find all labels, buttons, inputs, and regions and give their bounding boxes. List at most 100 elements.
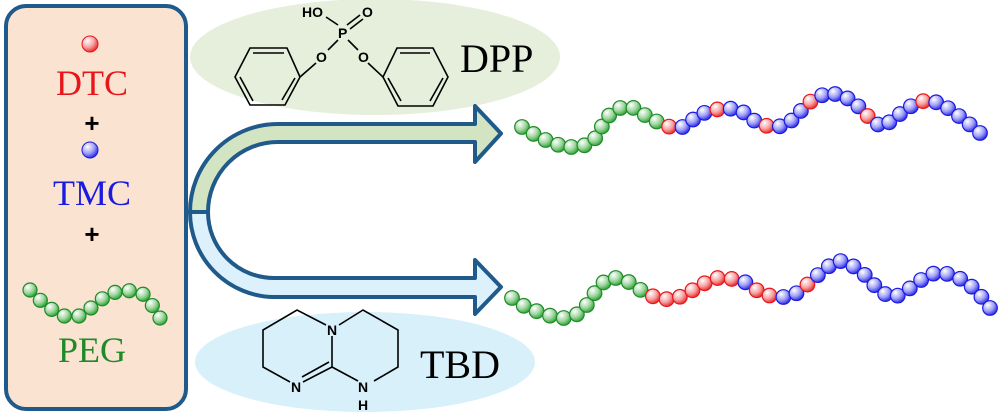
tmc-bead — [973, 288, 990, 305]
atom-p: P — [338, 25, 347, 41]
peg-bead — [94, 291, 110, 307]
dtc-bead — [723, 271, 740, 287]
dtc-bead — [859, 108, 876, 124]
tmc-bead — [737, 274, 754, 291]
peg-bead — [83, 300, 99, 316]
dtc-bead — [915, 93, 932, 110]
dtc-bead — [799, 276, 816, 293]
peg-bead — [56, 308, 72, 324]
tmc-bead — [839, 90, 856, 107]
dtc-bead — [709, 270, 726, 286]
atom-o: O — [358, 49, 369, 65]
atom-h: H — [358, 397, 368, 413]
tmc-bead — [792, 103, 809, 119]
tmc-bead — [892, 106, 908, 122]
atom-ho: HO — [302, 4, 323, 20]
tbd-structure: N N N H — [262, 309, 399, 413]
plus-sign: + — [84, 219, 99, 249]
tmc-bead — [963, 278, 980, 295]
dtc-bead — [661, 118, 677, 135]
dtc-bead — [758, 117, 775, 134]
tmc-bead-icon — [81, 141, 99, 159]
atom-o: O — [316, 49, 327, 65]
dtc-bead — [684, 282, 701, 299]
dtc-bead — [645, 288, 661, 305]
peg-bead — [625, 100, 642, 116]
peg-bead — [632, 281, 649, 298]
tmc-bead — [972, 125, 988, 141]
tmc-bead — [850, 98, 867, 115]
peg-bead — [563, 139, 580, 155]
peg-bead — [612, 100, 629, 116]
peg-bead — [144, 297, 160, 314]
peg-bead — [607, 270, 624, 286]
tmc-bead — [951, 108, 967, 124]
peg-bead — [504, 290, 520, 306]
plus-sign: + — [84, 108, 99, 138]
peg-bead — [586, 285, 603, 302]
atom-n: N — [358, 379, 368, 395]
dpp-background — [190, 0, 560, 115]
tmc-bead — [901, 280, 918, 297]
peg-bead — [550, 136, 567, 153]
tmc-bead — [696, 104, 713, 121]
tmc-label: TMC — [53, 173, 131, 213]
tbd-arrow — [188, 210, 503, 316]
tmc-bead — [889, 287, 906, 304]
peg-bead — [593, 118, 610, 135]
peg-bead — [528, 303, 545, 320]
tmc-bead — [940, 100, 956, 117]
peg-bead — [71, 308, 87, 324]
tbd-background — [195, 312, 535, 412]
tmc-bead — [735, 104, 752, 121]
dtc-bead — [709, 101, 726, 118]
dtc-label: DTC — [56, 63, 128, 103]
dtc-bead — [761, 287, 778, 304]
peg-bead — [578, 297, 595, 313]
peg-bead — [587, 130, 604, 147]
peg-bead — [107, 284, 123, 300]
tmc-bead — [814, 87, 831, 104]
dpp-structure: HO O P O O — [234, 4, 449, 107]
dpp-label: DPP — [460, 36, 533, 81]
atom-o: O — [362, 4, 373, 20]
tmc-bead — [809, 267, 826, 284]
tmc-bead — [775, 289, 792, 305]
dpp-product-chain — [514, 86, 988, 155]
peg-bead — [568, 306, 585, 323]
peg-label: PEG — [58, 330, 126, 370]
tmc-bead — [788, 285, 805, 302]
tmc-bead — [881, 114, 898, 131]
tbd-product-chain — [504, 253, 998, 326]
peg-bead — [121, 283, 137, 299]
peg-bead — [22, 282, 38, 298]
peg-bead — [44, 301, 60, 317]
dtc-bead — [658, 291, 675, 308]
peg-bead — [514, 119, 530, 135]
dpp-arrow — [188, 104, 503, 214]
tmc-bead — [913, 272, 930, 288]
tmc-bead — [722, 100, 739, 117]
atom-n: N — [291, 379, 301, 395]
peg-bead — [555, 310, 572, 326]
tmc-bead — [961, 116, 978, 133]
tmc-bead — [866, 277, 883, 294]
tbd-label: TBD — [420, 342, 500, 387]
peg-bead — [152, 310, 168, 326]
dtc-bead-icon — [81, 35, 99, 53]
peg-chain-icon — [22, 282, 168, 326]
tmc-bead — [856, 266, 873, 283]
tmc-bead — [925, 265, 942, 282]
peg-bead — [542, 307, 558, 324]
tmc-bead — [845, 258, 862, 275]
peg-bead — [601, 107, 618, 124]
tmc-bead — [982, 300, 998, 316]
peg-bead — [135, 286, 151, 302]
tmc-bead — [783, 112, 800, 129]
dtc-bead — [672, 288, 688, 305]
peg-bead — [620, 274, 637, 290]
tmc-bead — [952, 270, 969, 287]
tmc-bead — [939, 265, 955, 282]
